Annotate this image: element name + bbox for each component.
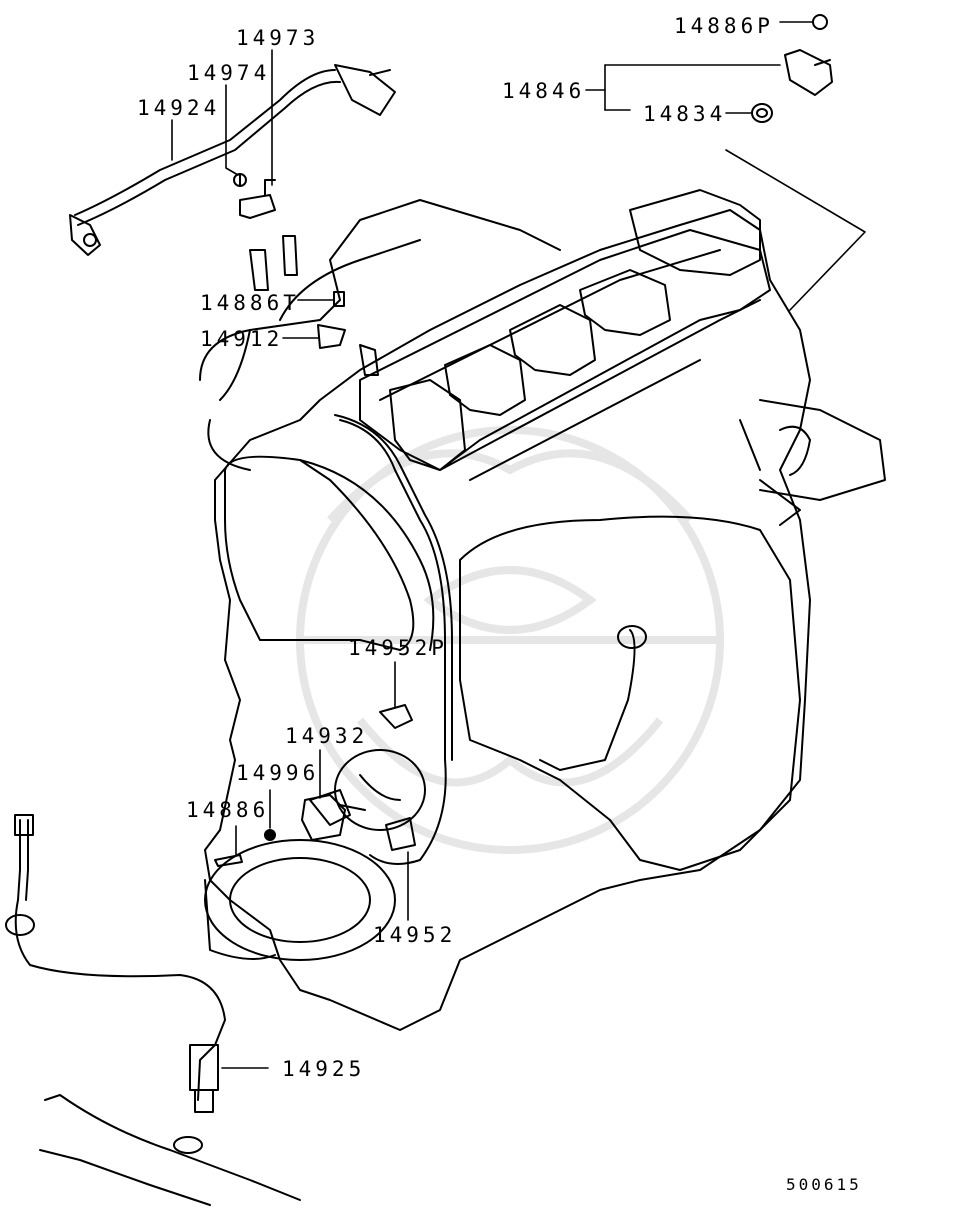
label-14973: 14973 <box>236 26 320 50</box>
oxygen-sensor-14925 <box>5 814 226 1113</box>
bolt-14886 <box>214 854 243 867</box>
clip-14912 <box>317 324 346 349</box>
label-14846: 14846 <box>502 79 586 103</box>
knock-sensor-14932 <box>301 794 346 841</box>
label-14925: 14925 <box>282 1057 366 1081</box>
label-14952p: 14952P <box>348 636 448 660</box>
exhaust-manifold <box>739 399 886 526</box>
label-14912: 14912 <box>200 327 284 351</box>
grommet-14996 <box>264 829 276 841</box>
engine-block-outline <box>204 209 811 1031</box>
label-14974: 14974 <box>187 61 271 85</box>
exhaust-pipe <box>44 1094 301 1201</box>
ignition-coils <box>389 189 761 471</box>
cam-sensor-14846 <box>784 49 833 96</box>
bracket-14973 <box>239 179 276 219</box>
label-14834: 14834 <box>643 102 727 126</box>
label-14932: 14932 <box>285 724 369 748</box>
throttle-position-cable <box>69 64 396 256</box>
harness-wire <box>339 419 447 865</box>
watermark-emblem <box>296 426 724 854</box>
oil-pan <box>459 515 801 871</box>
drawing-code: 500615 <box>786 1175 862 1194</box>
clamp-14952 <box>385 817 416 851</box>
intake-manifold <box>199 199 561 471</box>
label-14996: 14996 <box>236 761 320 785</box>
water-pump-pulley <box>334 749 426 831</box>
bolt-14886t <box>333 291 345 307</box>
label-14924: 14924 <box>137 96 221 120</box>
label-14886: 14886 <box>186 798 270 822</box>
bolt-14974 <box>233 173 247 187</box>
label-14952: 14952 <box>373 923 457 947</box>
crank-pulley <box>204 839 396 961</box>
leader-lines <box>171 21 866 1069</box>
clamp-14952p <box>379 704 413 729</box>
bolt-14886p <box>812 14 828 30</box>
o-ring-14834 <box>751 103 773 123</box>
oil-dipstick-tube <box>539 629 636 771</box>
valve-cover <box>359 229 771 471</box>
label-14886p: 14886P <box>674 14 774 38</box>
label-14886t: 14886T <box>200 291 300 315</box>
timing-cover <box>224 455 415 651</box>
